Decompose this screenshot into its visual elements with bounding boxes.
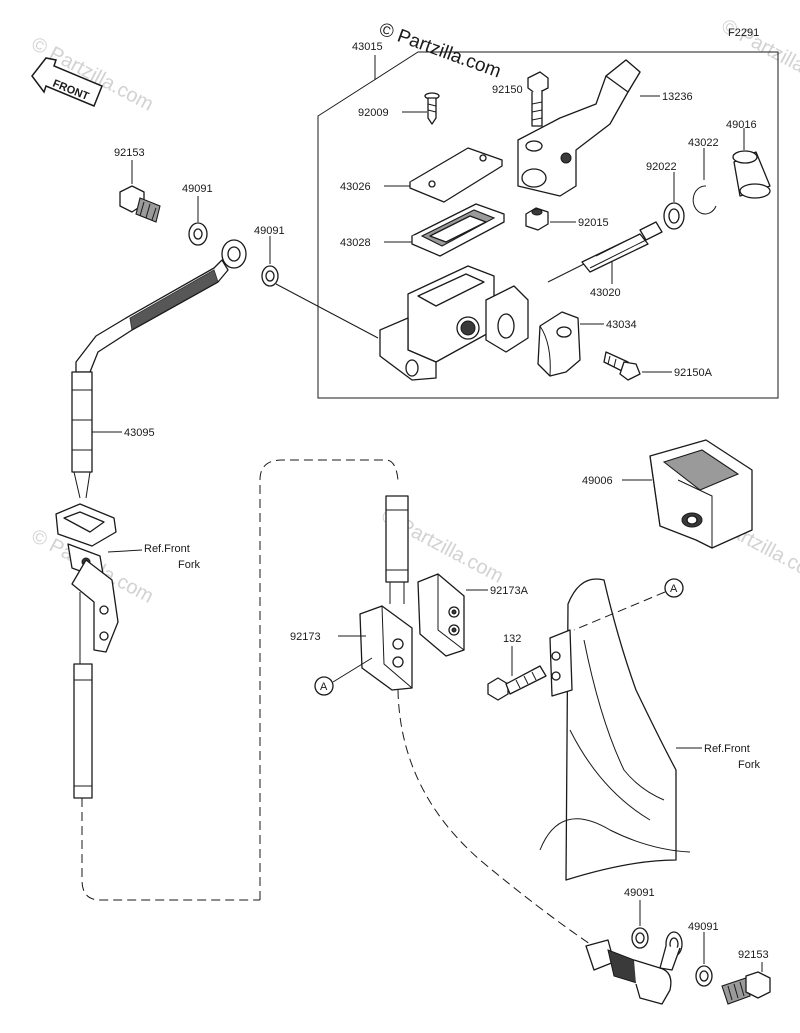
front-fork-right-icon [539,578,691,881]
banjo-bolt-92153-top-icon [119,185,161,223]
circlip-43022-icon [692,185,717,215]
label-49091-c: 49091 [624,887,655,899]
label-92173: 92173 [290,631,321,643]
boot-49016-icon [732,150,771,199]
label-49016: 49016 [726,119,757,131]
callout-a-right-text: A [670,583,678,595]
washer-49091-c-icon [631,927,649,949]
callout-marker-a-left [314,676,334,696]
screw-92009-icon [424,92,440,125]
diaphragm-43028-icon [411,203,505,257]
hose-clamp-92173-icon [359,605,413,691]
banjo-bolt-92153-bottom-icon [721,971,771,1005]
nut-92015-icon [525,207,549,231]
master-cylinder-body-icon [379,265,529,381]
bolt-92150A-icon [603,351,641,381]
callout-a-left-text: A [320,681,328,693]
washer-92022-icon [663,202,685,230]
label-43026: 43026 [340,181,371,193]
brake-hose-43095-icon [71,239,247,499]
bolt-92150-icon [527,71,549,127]
hose-clamp-left-icon [55,503,119,653]
label-13236: 13236 [662,91,693,103]
brake-hose-lower-fitting-icon [585,931,683,1005]
ref-front-fork-left-line2: Fork [178,559,201,571]
label-43015: 43015 [352,41,383,53]
clamp-43034-icon [537,311,581,377]
cover-49006-icon [649,439,753,549]
label-92022: 92022 [646,161,677,173]
ref-front-fork-right-line1: Ref.Front [704,743,750,755]
washer-49091-a-icon [188,222,208,246]
figure-code: F2291 [728,27,759,39]
hose-route-lower-dashed [397,689,591,945]
reservoir-cap-43026-icon [409,147,503,203]
label-92150A: 92150A [674,367,713,379]
label-92173A: 92173A [490,585,529,597]
label-49006: 49006 [582,475,613,487]
label-92153-top: 92153 [114,147,145,159]
label-49091-b: 49091 [254,225,285,237]
washer-49091-b-icon [261,265,279,287]
label-49091-a: 49091 [182,183,213,195]
label-132: 132 [503,633,521,645]
hose-clamp-92173A-icon [417,573,465,657]
label-43095: 43095 [124,427,155,439]
label-49091-d: 49091 [688,921,719,933]
label-43034: 43034 [606,319,637,331]
assembly-box-43015 [317,51,779,399]
bolt-132-icon [487,665,547,701]
label-92153-bottom: 92153 [738,949,769,961]
label-92150: 92150 [492,84,523,96]
label-92015: 92015 [578,217,609,229]
watermark-top: © Partzilla.com [376,19,503,83]
callout-marker-a-right [664,578,684,598]
ref-front-fork-right-line2: Fork [738,759,761,771]
brake-hose-center-icon [385,495,409,604]
label-43020: 43020 [590,287,621,299]
ref-front-fork-left-line1: Ref.Front [144,543,190,555]
washer-49091-d-icon [695,965,713,987]
brake-lever-13236-icon [517,59,641,197]
hose-route-dashed [259,459,399,900]
label-43022: 43022 [688,137,719,149]
label-43028: 43028 [340,237,371,249]
label-92009: 92009 [358,107,389,119]
brake-hose-lower-left-icon [73,592,260,901]
piston-43020-icon [547,221,663,283]
